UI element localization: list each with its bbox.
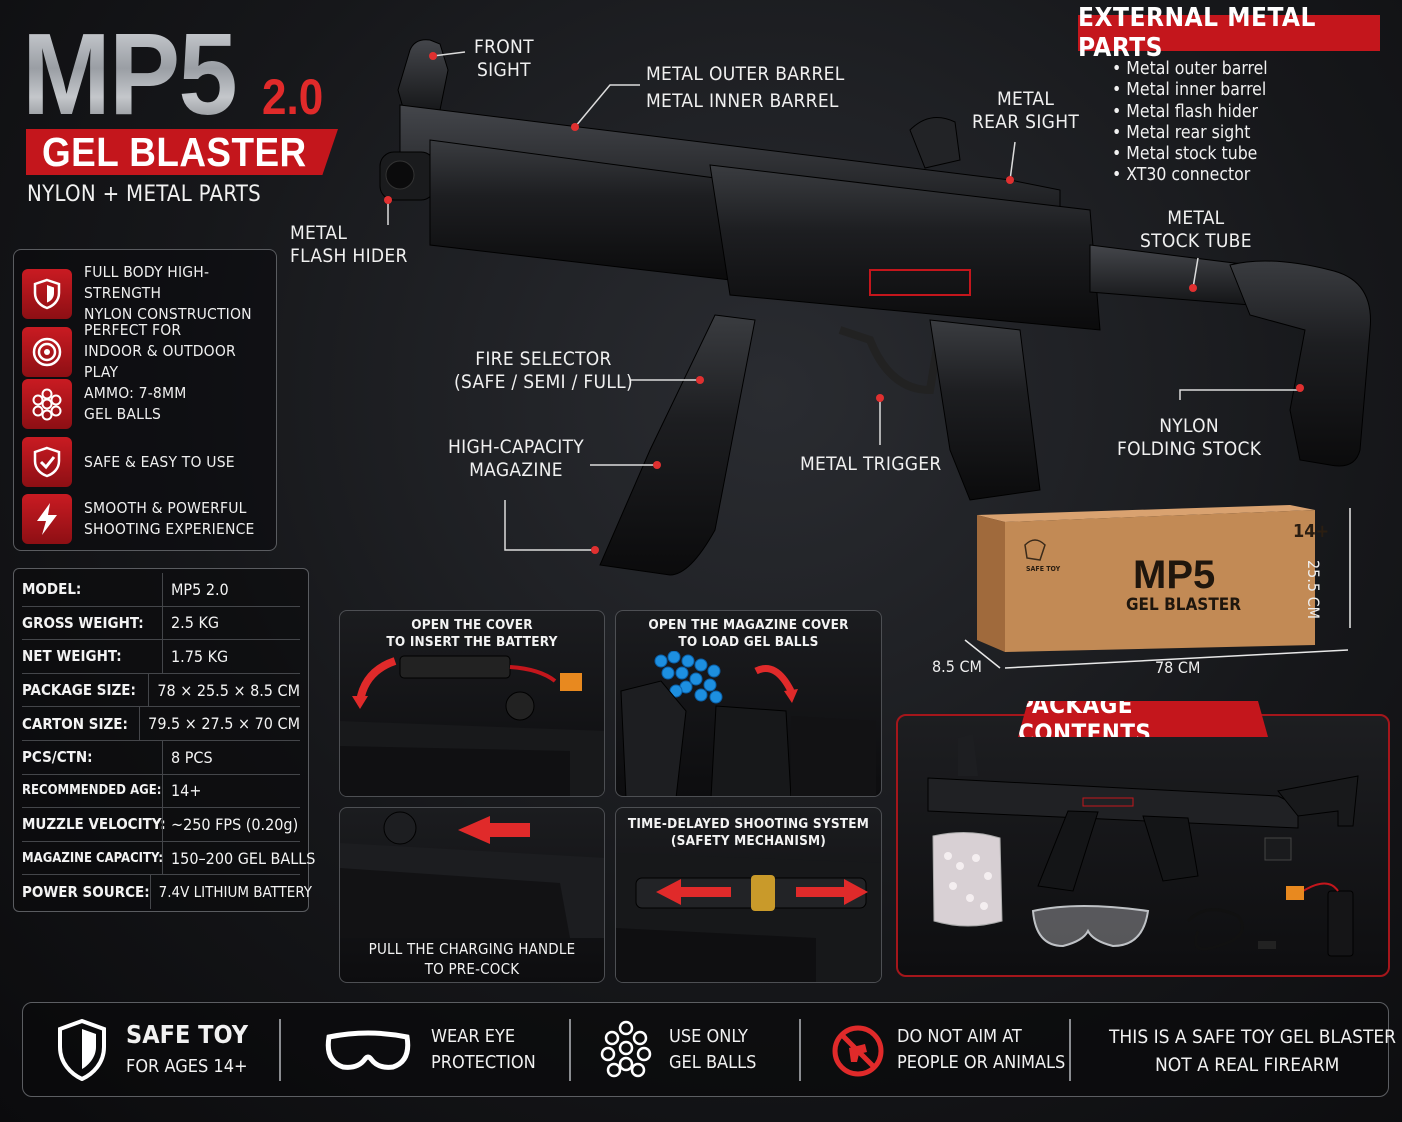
box-depth: 8.5 CM (932, 657, 982, 676)
gel-balls-line1: USE ONLY (669, 1026, 748, 1047)
list-item: Metal stock tube (1112, 144, 1268, 165)
safety-mechanism-illustration (616, 853, 881, 982)
product-title: MP5 (22, 9, 238, 139)
gel-balls-icon (600, 1020, 652, 1078)
box-length: 78 CM (1155, 658, 1201, 677)
no-aim-icon (832, 1025, 884, 1077)
divider (1069, 1019, 1071, 1081)
battery-install-illustration (340, 655, 604, 796)
blaster-illustration (379, 39, 1371, 576)
title-banner: GEL BLASTER (26, 129, 338, 175)
divider (799, 1019, 801, 1081)
charging-handle-illustration (340, 811, 604, 938)
box-height: 25.5 CM (1304, 560, 1323, 620)
shield-icon (22, 268, 72, 319)
external-parts-banner: EXTERNAL METAL PARTS (1078, 3, 1380, 63)
gel-ball-loading-illustration (620, 651, 876, 796)
external-parts-list: Metal outer barrel Metal inner barrel Me… (1112, 59, 1268, 187)
disclaimer-line1: THIS IS A SAFE TOY GEL BLASTER (1109, 1026, 1397, 1048)
packaging-box (964, 505, 1351, 669)
table-row: MAGAZINE CAPACITY:150–200 GEL BALLS (22, 841, 315, 876)
divider (279, 1019, 281, 1081)
shield-icon (58, 1019, 106, 1081)
package-contents-panel (896, 714, 1390, 977)
spec-table: MODEL:MP5 2.0 GROSS WEIGHT:2.5 KG NET WE… (13, 568, 315, 912)
goggles-icon (325, 1030, 411, 1070)
safe-toy-label: SAFE TOY (126, 1020, 249, 1049)
eye-protection-line2: PROTECTION (431, 1052, 536, 1073)
gel-balls-line2: GEL BALLS (669, 1052, 757, 1073)
no-aim-line1: DO NOT AIM AT (897, 1026, 1022, 1047)
table-row: NET WEIGHT:1.75 KG (22, 640, 300, 674)
table-row: GROSS WEIGHT:2.5 KG (22, 606, 300, 641)
feature-item: SAFE & EASY TO USE (22, 437, 272, 487)
divider (569, 1019, 571, 1081)
no-aim-line2: PEOPLE OR ANIMALS (897, 1052, 1066, 1073)
product-version: 2.0 (262, 69, 324, 125)
box-logo-text: SAFE TOY (1026, 565, 1061, 573)
table-row: PACKAGE SIZE:78 × 25.5 × 8.5 CM (22, 673, 300, 708)
product-subtitle: NYLON + METAL PARTS (27, 182, 262, 207)
lightning-icon (22, 494, 72, 544)
eye-protection-line1: WEAR EYE (431, 1026, 516, 1047)
list-item: Metal outer barrel (1112, 59, 1267, 80)
table-row: MODEL:MP5 2.0 (22, 573, 300, 607)
box-subtitle: GEL BLASTER (1126, 595, 1241, 615)
table-row: RECOMMENDED AGE:14+ (22, 774, 300, 809)
disclaimer-line2: NOT A REAL FIREARM (1155, 1054, 1340, 1076)
table-row: CARTON SIZE:79.5 × 27.5 × 70 CM (22, 707, 300, 741)
table-row: MUZZLE VELOCITY:~250 FPS (0.20g) (22, 808, 300, 842)
box-brand: MP5 (1133, 553, 1216, 597)
list-item: Metal inner barrel (1112, 80, 1268, 101)
list-item: Metal flash hider (1112, 102, 1268, 123)
title-banner-text: GEL BLASTER (42, 128, 307, 175)
list-item: XT30 connector (1112, 165, 1268, 186)
safety-bar: SAFE TOY FOR AGES 14+ WEAR EYE PROTECTIO… (22, 1002, 1396, 1097)
step-panel-safety: TIME-DELAYED SHOOTING SYSTEM(SAFETY MECH… (615, 807, 882, 983)
target-icon (22, 326, 72, 377)
table-row: PCS/CTN:8 PCS (22, 740, 300, 775)
shield-check-icon (22, 437, 72, 487)
package-contents-title: PACKAGE CONTENTS (1018, 701, 1268, 737)
callout-trigger: METAL TRIGGER (800, 453, 942, 475)
list-item: Metal rear sight (1112, 123, 1268, 144)
ammo-balls-icon (22, 379, 72, 429)
table-row: POWER SOURCE:7.4V LITHIUM BATTERY (22, 875, 312, 909)
box-age-label: 14+ (1293, 521, 1330, 542)
safe-toy-age: FOR AGES 14+ (126, 1056, 248, 1077)
callout-fire-selector: FIRE SELECTOR(SAFE / SEMI / FULL) (454, 348, 633, 393)
package-items-illustration (927, 734, 1359, 957)
